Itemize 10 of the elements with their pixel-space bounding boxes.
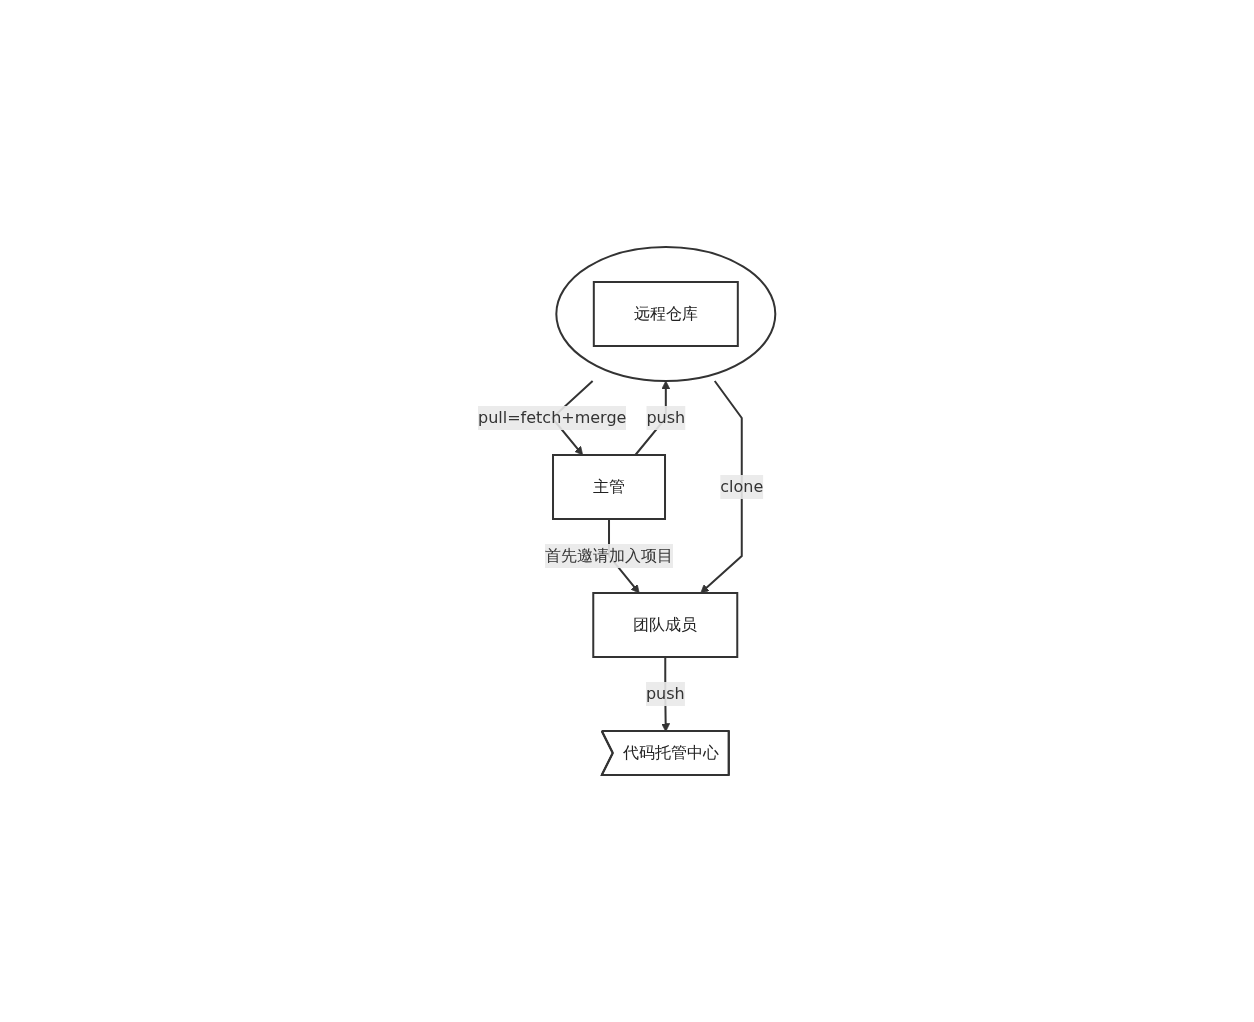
- arrow: [700, 380, 744, 594]
- edge-label: push: [646, 408, 686, 427]
- node-box: 团队成员: [592, 592, 739, 658]
- node-box: 远程仓库: [593, 281, 740, 347]
- edge-label: 首先邀请加入项目: [545, 546, 674, 565]
- edge-label: clone: [720, 477, 764, 496]
- edge-label: pull=fetch+merge: [478, 408, 627, 427]
- cluster: [555, 246, 777, 382]
- edge-label: push: [646, 684, 685, 703]
- node-box: 主管: [552, 454, 667, 520]
